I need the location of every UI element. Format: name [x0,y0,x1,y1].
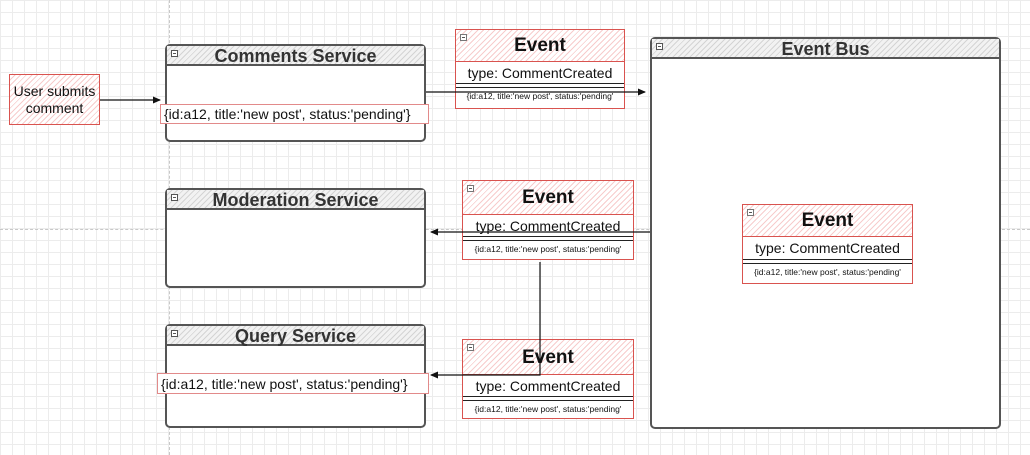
collapse-icon[interactable] [467,344,474,351]
event-type: type: CommentCreated [456,62,624,84]
moderation-service-title: Moderation Service [212,190,379,210]
comments-service[interactable]: Comments Service [165,44,426,142]
event-card-in-bus[interactable]: Event type: CommentCreated {id:a12, titl… [742,204,913,284]
event-type: type: CommentCreated [463,375,633,397]
event-separator [743,260,912,264]
user-submits-comment-box[interactable]: User submits comment [9,74,100,125]
event-separator [456,84,624,88]
comments-service-record: {id:a12, title:'new post', status:'pendi… [160,104,429,124]
query-service-header: Query Service [167,326,424,346]
collapse-icon[interactable] [171,194,178,201]
moderation-service[interactable]: Moderation Service [165,188,426,288]
event-separator [463,237,633,241]
user-action-label: User submits comment [13,82,96,116]
collapse-icon[interactable] [171,50,178,57]
event-separator [463,397,633,401]
query-service-title: Query Service [234,326,357,346]
moderation-service-header: Moderation Service [167,190,424,210]
event-type: type: CommentCreated [743,237,912,260]
event-card-to-query[interactable]: Event type: CommentCreated {id:a12, titl… [462,339,634,419]
event-card-to-bus[interactable]: Event type: CommentCreated {id:a12, titl… [455,29,625,109]
event-title: Event [801,210,854,231]
event-payload: {id:a12, title:'new post', status:'pendi… [474,404,622,414]
comments-service-record-text: {id:a12, title:'new post', status:'pendi… [164,106,411,122]
event-payload: {id:a12, title:'new post', status:'pendi… [466,91,614,101]
event-card-header: Event [743,205,912,237]
collapse-icon[interactable] [656,43,663,50]
collapse-icon[interactable] [467,185,474,192]
event-payload: {id:a12, title:'new post', status:'pendi… [754,267,901,277]
event-title: Event [522,187,574,208]
event-title: Event [522,347,574,368]
event-bus-title: Event Bus [781,39,870,59]
event-bus-header: Event Bus [652,39,999,59]
collapse-icon[interactable] [747,209,754,216]
event-card-to-moderation[interactable]: Event type: CommentCreated {id:a12, titl… [462,180,634,260]
comments-service-title: Comments Service [214,46,377,66]
collapse-icon[interactable] [171,330,178,337]
comments-service-header: Comments Service [167,46,424,66]
event-card-header: Event [463,181,633,215]
query-service-record-text: {id:a12, title:'new post', status:'pendi… [161,375,408,392]
event-type: type: CommentCreated [463,215,633,237]
event-title: Event [514,35,566,56]
event-payload: {id:a12, title:'new post', status:'pendi… [474,244,622,254]
query-service-record: {id:a12, title:'new post', status:'pendi… [157,373,429,394]
event-card-header: Event [463,340,633,375]
event-card-header: Event [456,30,624,62]
collapse-icon[interactable] [460,34,467,41]
